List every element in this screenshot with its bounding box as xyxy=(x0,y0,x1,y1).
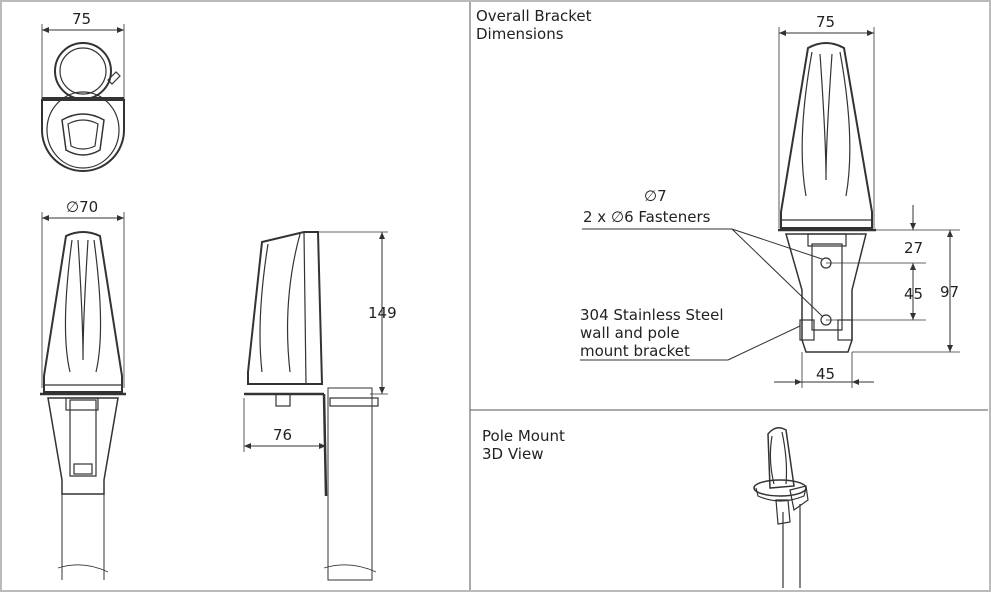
callout-material-line-3: mount bracket xyxy=(580,342,690,360)
callout-material-line-2: wall and pole xyxy=(580,324,680,342)
dim-hole-spacing: 45 xyxy=(904,285,924,303)
bracket-title-line-1: Overall Bracket xyxy=(476,7,592,25)
top-view xyxy=(41,24,125,172)
diameter-symbol: ∅ xyxy=(610,208,625,226)
dim-hole-top: 27 xyxy=(904,239,924,257)
callout-hole-diameter-value: 7 xyxy=(657,187,667,205)
dim-bracket-base: 45 xyxy=(816,365,836,383)
diameter-symbol: ∅ xyxy=(644,187,658,205)
callout-fasteners-text: 6 Fasteners xyxy=(624,208,711,226)
pole-mount-3d-view xyxy=(753,427,809,588)
pole-title-line-1: Pole Mount xyxy=(482,427,565,445)
side-view xyxy=(243,231,388,581)
callout-fasteners: 2 x ∅6 Fasteners xyxy=(583,209,710,226)
callout-hole-diameter: ∅7 xyxy=(644,188,667,205)
callout-fasteners-count: 2 x xyxy=(583,208,607,226)
bracket-view xyxy=(580,27,960,388)
dim-front-diameter-value: 70 xyxy=(79,198,99,216)
dim-top-width: 75 xyxy=(72,10,92,28)
dim-side-height: 149 xyxy=(368,304,397,322)
pole-title-line-2: 3D View xyxy=(482,445,544,463)
bracket-title-line-2: Dimensions xyxy=(476,25,564,43)
dim-front-diameter: ∅70 xyxy=(66,199,98,215)
callout-material-line-1: 304 Stainless Steel xyxy=(580,306,724,324)
diameter-symbol: ∅ xyxy=(66,198,80,216)
dim-bracket-width: 75 xyxy=(816,13,836,31)
dim-bracket-height: 97 xyxy=(940,283,960,301)
dim-side-offset: 76 xyxy=(273,426,293,444)
front-view xyxy=(40,212,126,580)
